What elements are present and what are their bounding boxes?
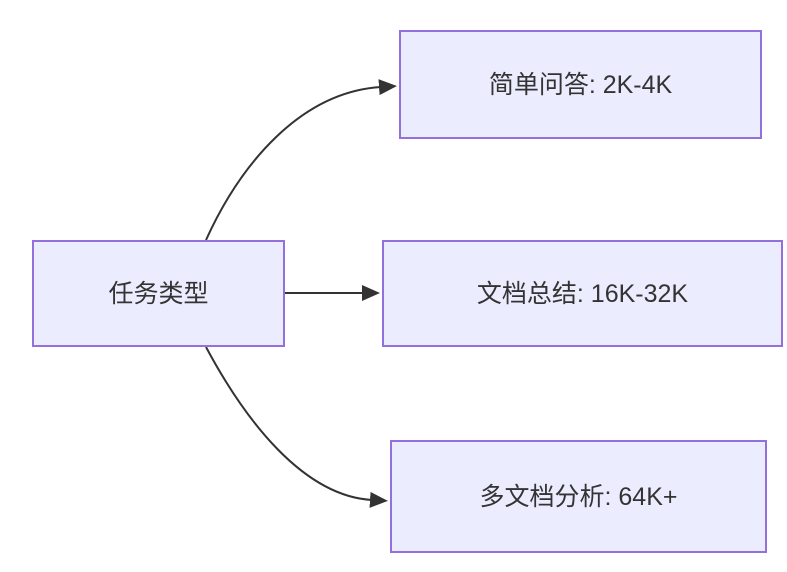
node-task-type-label: 任务类型 (108, 279, 209, 308)
node-doc-summary[interactable]: 文档总结: 16K-32K (382, 240, 783, 347)
edge-root-to-simple-qa (205, 79, 397, 241)
node-multi-doc[interactable]: 多文档分析: 64K+ (390, 440, 767, 553)
node-task-type[interactable]: 任务类型 (32, 240, 285, 347)
node-simple-qa[interactable]: 简单问答: 2K-4K (399, 30, 762, 139)
node-multi-doc-label: 多文档分析: 64K+ (479, 482, 678, 511)
edge-root-to-multi-doc (205, 346, 388, 508)
node-simple-qa-label: 简单问答: 2K-4K (488, 70, 673, 99)
node-doc-summary-label: 文档总结: 16K-32K (476, 279, 689, 308)
